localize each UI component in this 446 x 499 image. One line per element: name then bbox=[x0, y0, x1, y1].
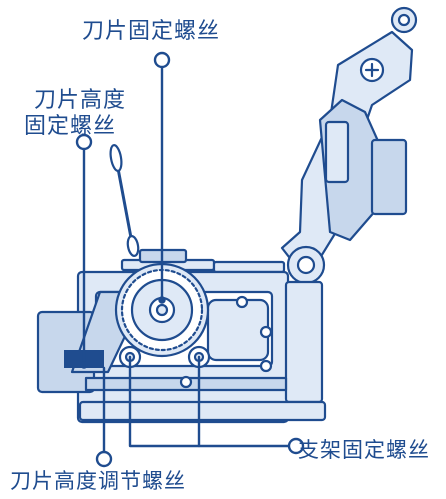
hinge-icon bbox=[286, 245, 326, 285]
callout-markers bbox=[75, 51, 305, 468]
label-blade-fixing-screw: 刀片固定螺丝 bbox=[82, 19, 221, 44]
label-blade-height-fixing-screw-line1: 刀片高度 bbox=[34, 88, 127, 113]
label-blade-height-adjust-screw: 刀片高度调节螺丝 bbox=[10, 469, 186, 493]
cotton-swab-icon bbox=[109, 144, 140, 257]
lid-arm bbox=[280, 6, 418, 268]
leader-lines bbox=[82, 65, 292, 454]
label-bracket-fixing-screw: 支架固定螺丝 bbox=[298, 438, 430, 462]
label-blade-height-fixing-screw-line2: 固定螺丝 bbox=[24, 114, 117, 139]
